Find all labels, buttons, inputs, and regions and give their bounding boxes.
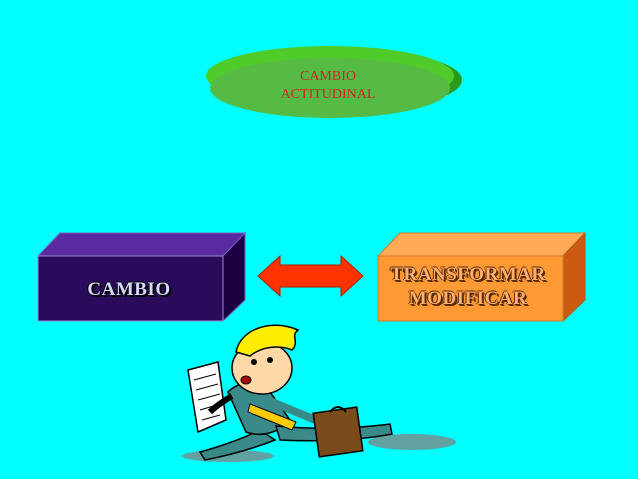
transformar-box bbox=[376, 231, 587, 323]
cambio-box bbox=[36, 231, 247, 323]
cambio-box-label: CAMBIO bbox=[87, 279, 171, 300]
double-arrow-icon bbox=[257, 254, 364, 298]
transformar-box-label: TRANSFORMAR MODIFICAR bbox=[378, 263, 558, 311]
transformar-label-line1: TRANSFORMAR bbox=[390, 264, 546, 285]
transformar-label-line2: MODIFICAR bbox=[408, 288, 528, 309]
oval-label-line1: CAMBIO bbox=[299, 69, 356, 84]
running-man-clipart bbox=[182, 324, 456, 462]
oval-label-line2: ACTITUDINAL bbox=[280, 87, 376, 102]
oval-label: CAMBIO ACTITUDINAL bbox=[238, 68, 418, 104]
oval-shape bbox=[206, 46, 462, 118]
